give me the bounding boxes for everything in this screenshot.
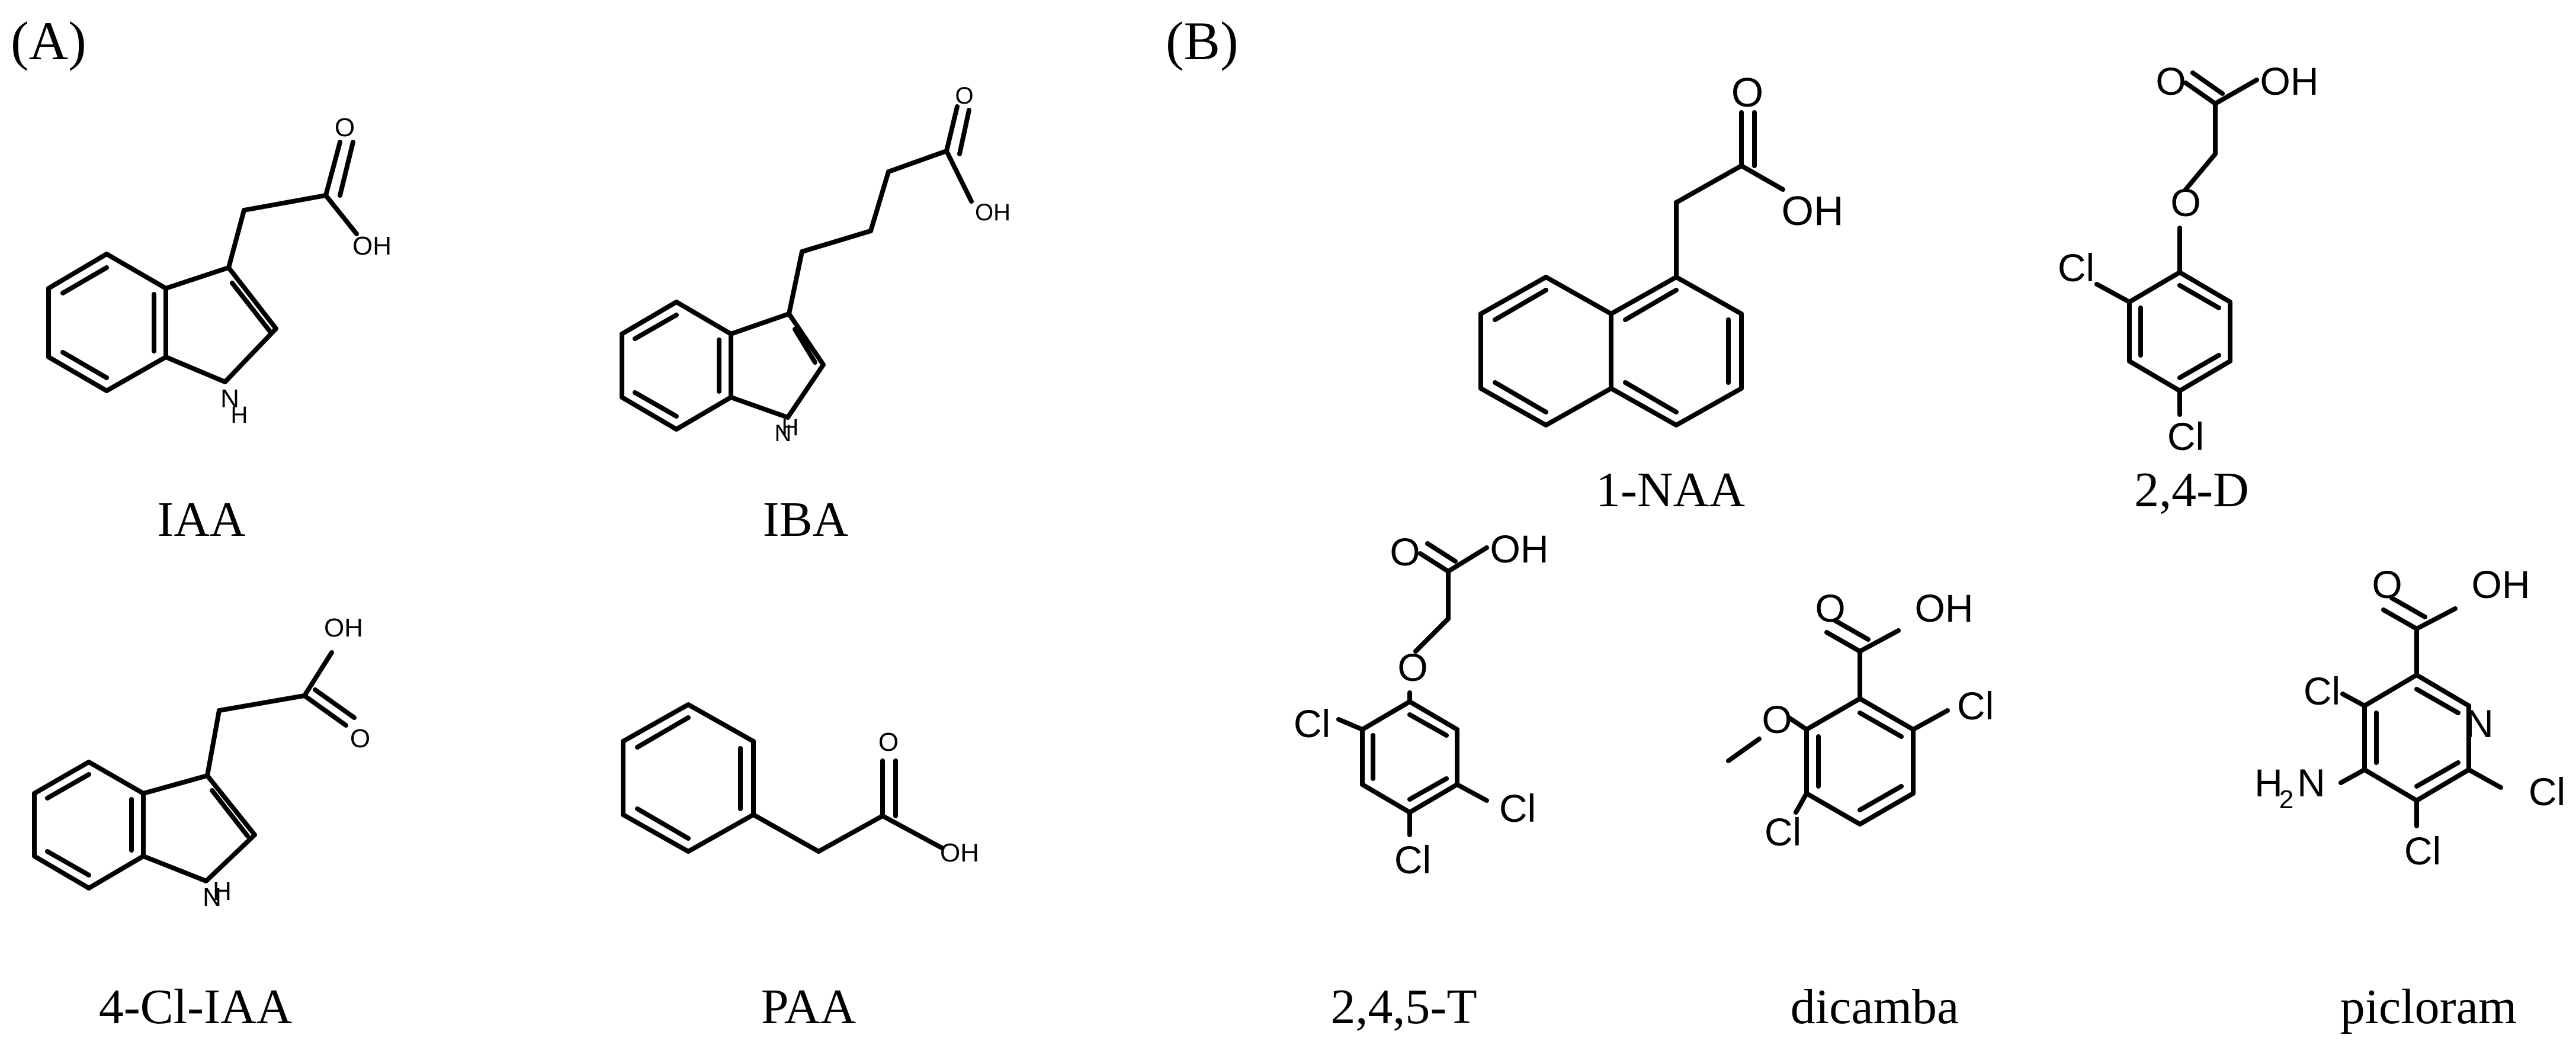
paa-o-label: O — [878, 728, 899, 757]
dicamba-cl1-label: Cl — [1957, 684, 1994, 728]
iaa-n-label: N — [220, 384, 239, 413]
cliaa-structure: OH O N H — [32, 613, 370, 912]
dicamba-ether-o-label: O — [1762, 697, 1792, 741]
cliaa-nh-label: H — [213, 877, 232, 906]
cliaa-o-label: O — [350, 724, 370, 753]
d24-cl2-label: Cl — [2167, 414, 2204, 458]
dicamba-cl2-label: Cl — [1765, 810, 1801, 854]
iba-o-label: O — [955, 83, 973, 109]
picloram-o-label: O — [2372, 562, 2402, 606]
iaa-structure: O OH N H — [46, 113, 392, 428]
iba-nh-label: H — [782, 414, 799, 441]
t245-name: 2,4,5-T — [1330, 979, 1477, 1034]
paa-structure: O OH — [621, 702, 979, 867]
paa-oh-label: OH — [940, 838, 979, 867]
d24-ether-o-label: O — [2170, 181, 2200, 224]
d24-o-label: O — [2155, 59, 2186, 103]
iaa-o-label: O — [335, 113, 355, 142]
iaa-nh-label: H — [231, 402, 248, 428]
t245-ether-o-label: O — [1397, 645, 1427, 689]
d24-oh-label: OH — [2260, 59, 2319, 103]
d24-name: 2,4-D — [2134, 462, 2249, 517]
iba-structure: O OH N H — [620, 83, 1010, 446]
iba-name: IBA — [763, 492, 849, 547]
dicamba-structure: O OH O Cl Cl — [1726, 586, 1994, 854]
dicamba-name: dicamba — [1791, 979, 1959, 1034]
cliaa-n-label: N — [203, 883, 222, 912]
iaa-oh-label: OH — [352, 232, 392, 261]
picloram-amine-h2-sub: 2 — [2279, 785, 2293, 814]
panel-a-label: (A) — [11, 11, 86, 71]
naa-oh-label: OH — [1782, 188, 1844, 234]
picloram-structure: O OH N Cl Cl Cl H 2 N — [2254, 562, 2565, 873]
t245-o-label: O — [1390, 530, 1420, 574]
t245-structure: O O OH Cl Cl Cl — [1294, 527, 1549, 882]
iba-oh-label: OH — [975, 200, 1010, 226]
t245-cl2-label: Cl — [1499, 786, 1536, 830]
picloram-name: picloram — [2340, 979, 2517, 1034]
picloram-cl3-label: Cl — [2404, 829, 2441, 873]
iba-n-label: N — [775, 420, 792, 446]
naa-name: 1-NAA — [1596, 462, 1745, 517]
picloram-oh-label: OH — [2472, 562, 2530, 606]
d24-cl1-label: Cl — [2058, 246, 2094, 290]
t245-cl1-label: Cl — [1294, 702, 1330, 745]
picloram-cl1-label: Cl — [2304, 669, 2340, 713]
naa-o-label: O — [1731, 69, 1763, 115]
naa-structure: O OH — [1478, 69, 1844, 427]
dicamba-oh-label: OH — [1915, 586, 1974, 630]
picloram-amine-n-label: N — [2297, 761, 2325, 805]
t245-oh-label: OH — [1490, 527, 1549, 571]
cliaa-name: 4-Cl-IAA — [99, 979, 293, 1034]
picloram-cl2-label: Cl — [2529, 770, 2565, 814]
iaa-name: IAA — [157, 492, 246, 547]
dicamba-o-label: O — [1815, 586, 1845, 630]
d24-structure: O O OH Cl Cl — [2058, 59, 2319, 458]
picloram-amine-h-label: H — [2254, 761, 2283, 805]
paa-name: PAA — [761, 979, 856, 1034]
panel-b-label: (B) — [1166, 11, 1239, 71]
cliaa-oh-label: OH — [324, 613, 363, 642]
t245-cl3-label: Cl — [1394, 838, 1431, 882]
picloram-n-label: N — [2465, 702, 2494, 745]
